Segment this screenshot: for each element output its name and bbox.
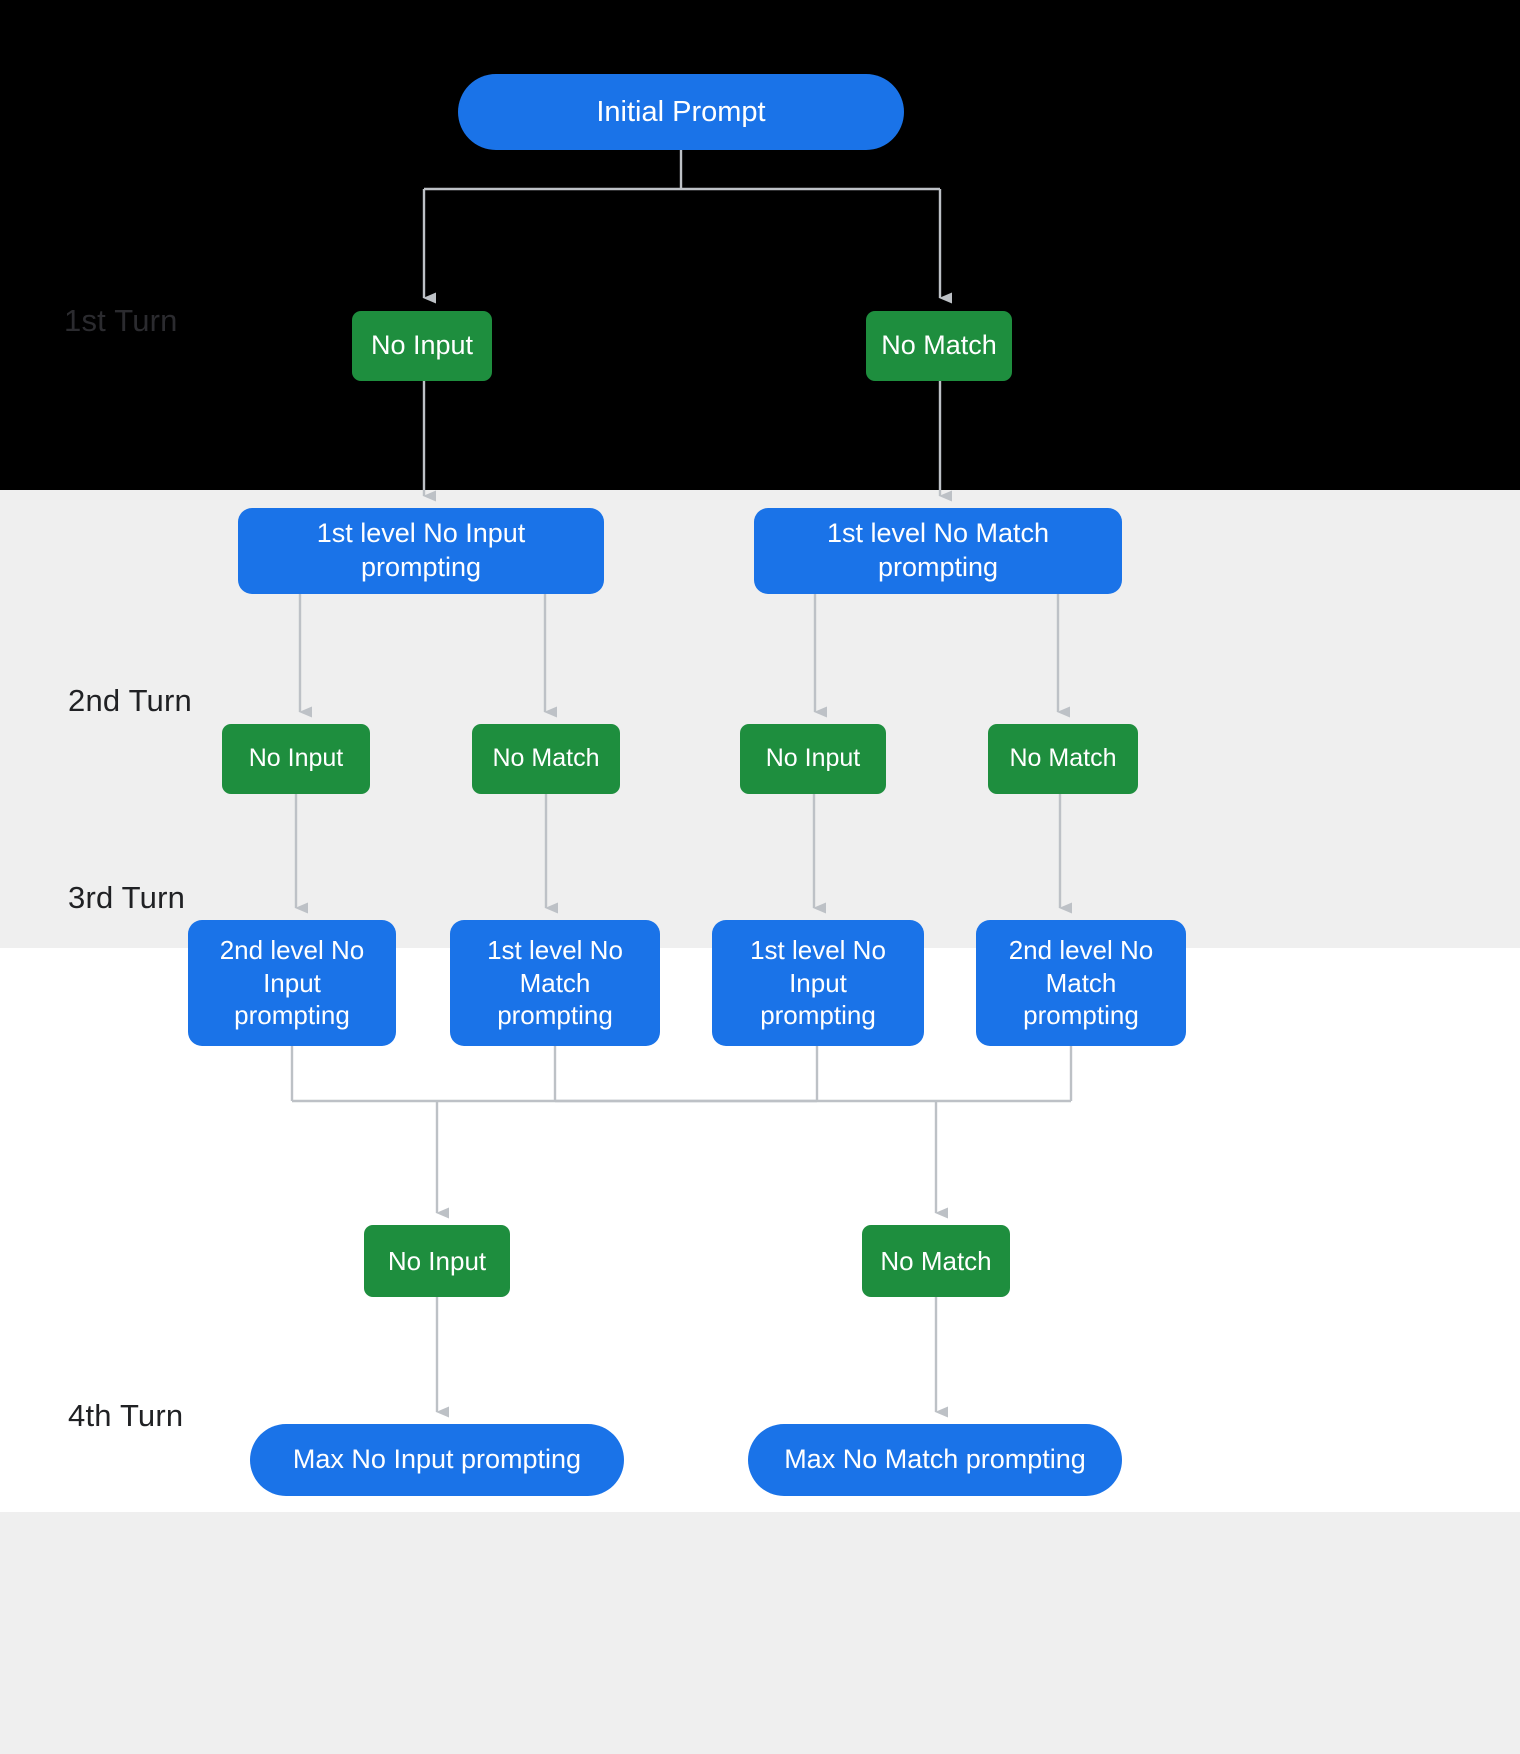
turn-label-2: 2nd Turn [68, 683, 192, 718]
node-t2-prompt-no-match[interactable]: 1st level No Match prompting [754, 508, 1122, 594]
turn-label-4: 4th Turn [68, 1398, 184, 1433]
node-t3-prompt-2nd-no-match[interactable]: 2nd level No Match prompting [976, 920, 1186, 1046]
node-t2-no-match-a[interactable]: No Match [472, 724, 620, 794]
node-t4-max-no-match[interactable]: Max No Match prompting [748, 1424, 1122, 1496]
node-t2-prompt-no-input[interactable]: 1st level No Input prompting [238, 508, 604, 594]
band-4th-turn [0, 1512, 1520, 1754]
node-t3-no-input[interactable]: No Input [364, 1225, 510, 1297]
node-t2-no-input-a[interactable]: No Input [222, 724, 370, 794]
node-t3-prompt-2nd-no-input[interactable]: 2nd level No Input prompting [188, 920, 396, 1046]
node-t3-prompt-1st-no-input[interactable]: 1st level No Input prompting [712, 920, 924, 1046]
node-initial-prompt[interactable]: Initial Prompt [458, 74, 904, 150]
node-t2-no-match-b[interactable]: No Match [988, 724, 1138, 794]
node-t4-max-no-input[interactable]: Max No Input prompting [250, 1424, 624, 1496]
turn-label-1: 1st Turn [64, 303, 178, 338]
node-t3-prompt-1st-no-match[interactable]: 1st level No Match prompting [450, 920, 660, 1046]
node-t2-no-input-b[interactable]: No Input [740, 724, 886, 794]
node-t1-no-match[interactable]: No Match [866, 311, 1012, 381]
turn-label-3: 3rd Turn [68, 880, 186, 915]
node-t1-no-input[interactable]: No Input [352, 311, 492, 381]
node-t3-no-match[interactable]: No Match [862, 1225, 1010, 1297]
